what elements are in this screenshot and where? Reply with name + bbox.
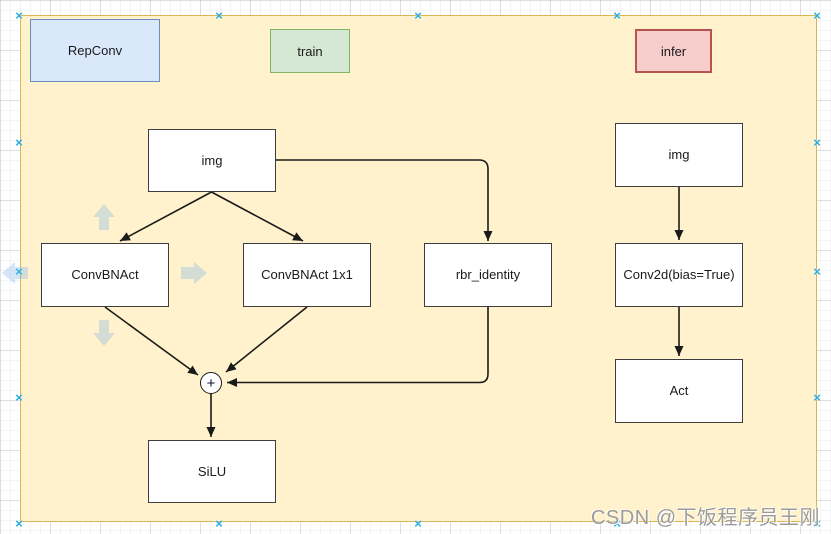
connection-point-icon[interactable]: × xyxy=(813,7,821,23)
node-convbnact-1x1[interactable]: ConvBNAct 1x1 xyxy=(243,243,371,307)
node-conv2d[interactable]: Conv2d(bias=True) xyxy=(615,243,743,307)
node-silu[interactable]: SiLU xyxy=(148,440,276,503)
connection-point-icon[interactable]: × xyxy=(813,389,821,405)
connection-point-icon[interactable]: × xyxy=(15,134,23,150)
connection-point-icon[interactable]: × xyxy=(15,389,23,405)
node-rbr-identity[interactable]: rbr_identity xyxy=(424,243,552,307)
connection-point-icon[interactable]: × xyxy=(15,515,23,531)
connection-point-icon[interactable]: × xyxy=(813,263,821,279)
connection-point-icon[interactable]: × xyxy=(813,134,821,150)
sum-junction[interactable]: + xyxy=(200,372,222,394)
connection-point-icon[interactable]: × xyxy=(414,515,422,531)
node-img-infer[interactable]: img xyxy=(615,123,743,187)
connection-point-icon[interactable]: × xyxy=(813,515,821,531)
legend-infer[interactable]: infer xyxy=(635,29,712,73)
connection-point-icon[interactable]: × xyxy=(15,263,23,279)
watermark: CSDN @下饭程序员王刚 xyxy=(590,507,820,529)
legend-repconv[interactable]: RepConv xyxy=(30,19,160,82)
connection-point-icon[interactable]: × xyxy=(613,515,621,531)
node-act[interactable]: Act xyxy=(615,359,743,423)
connection-point-icon[interactable]: × xyxy=(613,7,621,23)
connection-point-icon[interactable]: × xyxy=(215,515,223,531)
connection-point-icon[interactable]: × xyxy=(15,7,23,23)
connection-point-icon[interactable]: × xyxy=(215,7,223,23)
node-img-train[interactable]: img xyxy=(148,129,276,192)
connection-point-icon[interactable]: × xyxy=(414,7,422,23)
legend-train[interactable]: train xyxy=(270,29,350,73)
node-convbnact[interactable]: ConvBNAct xyxy=(41,243,169,307)
